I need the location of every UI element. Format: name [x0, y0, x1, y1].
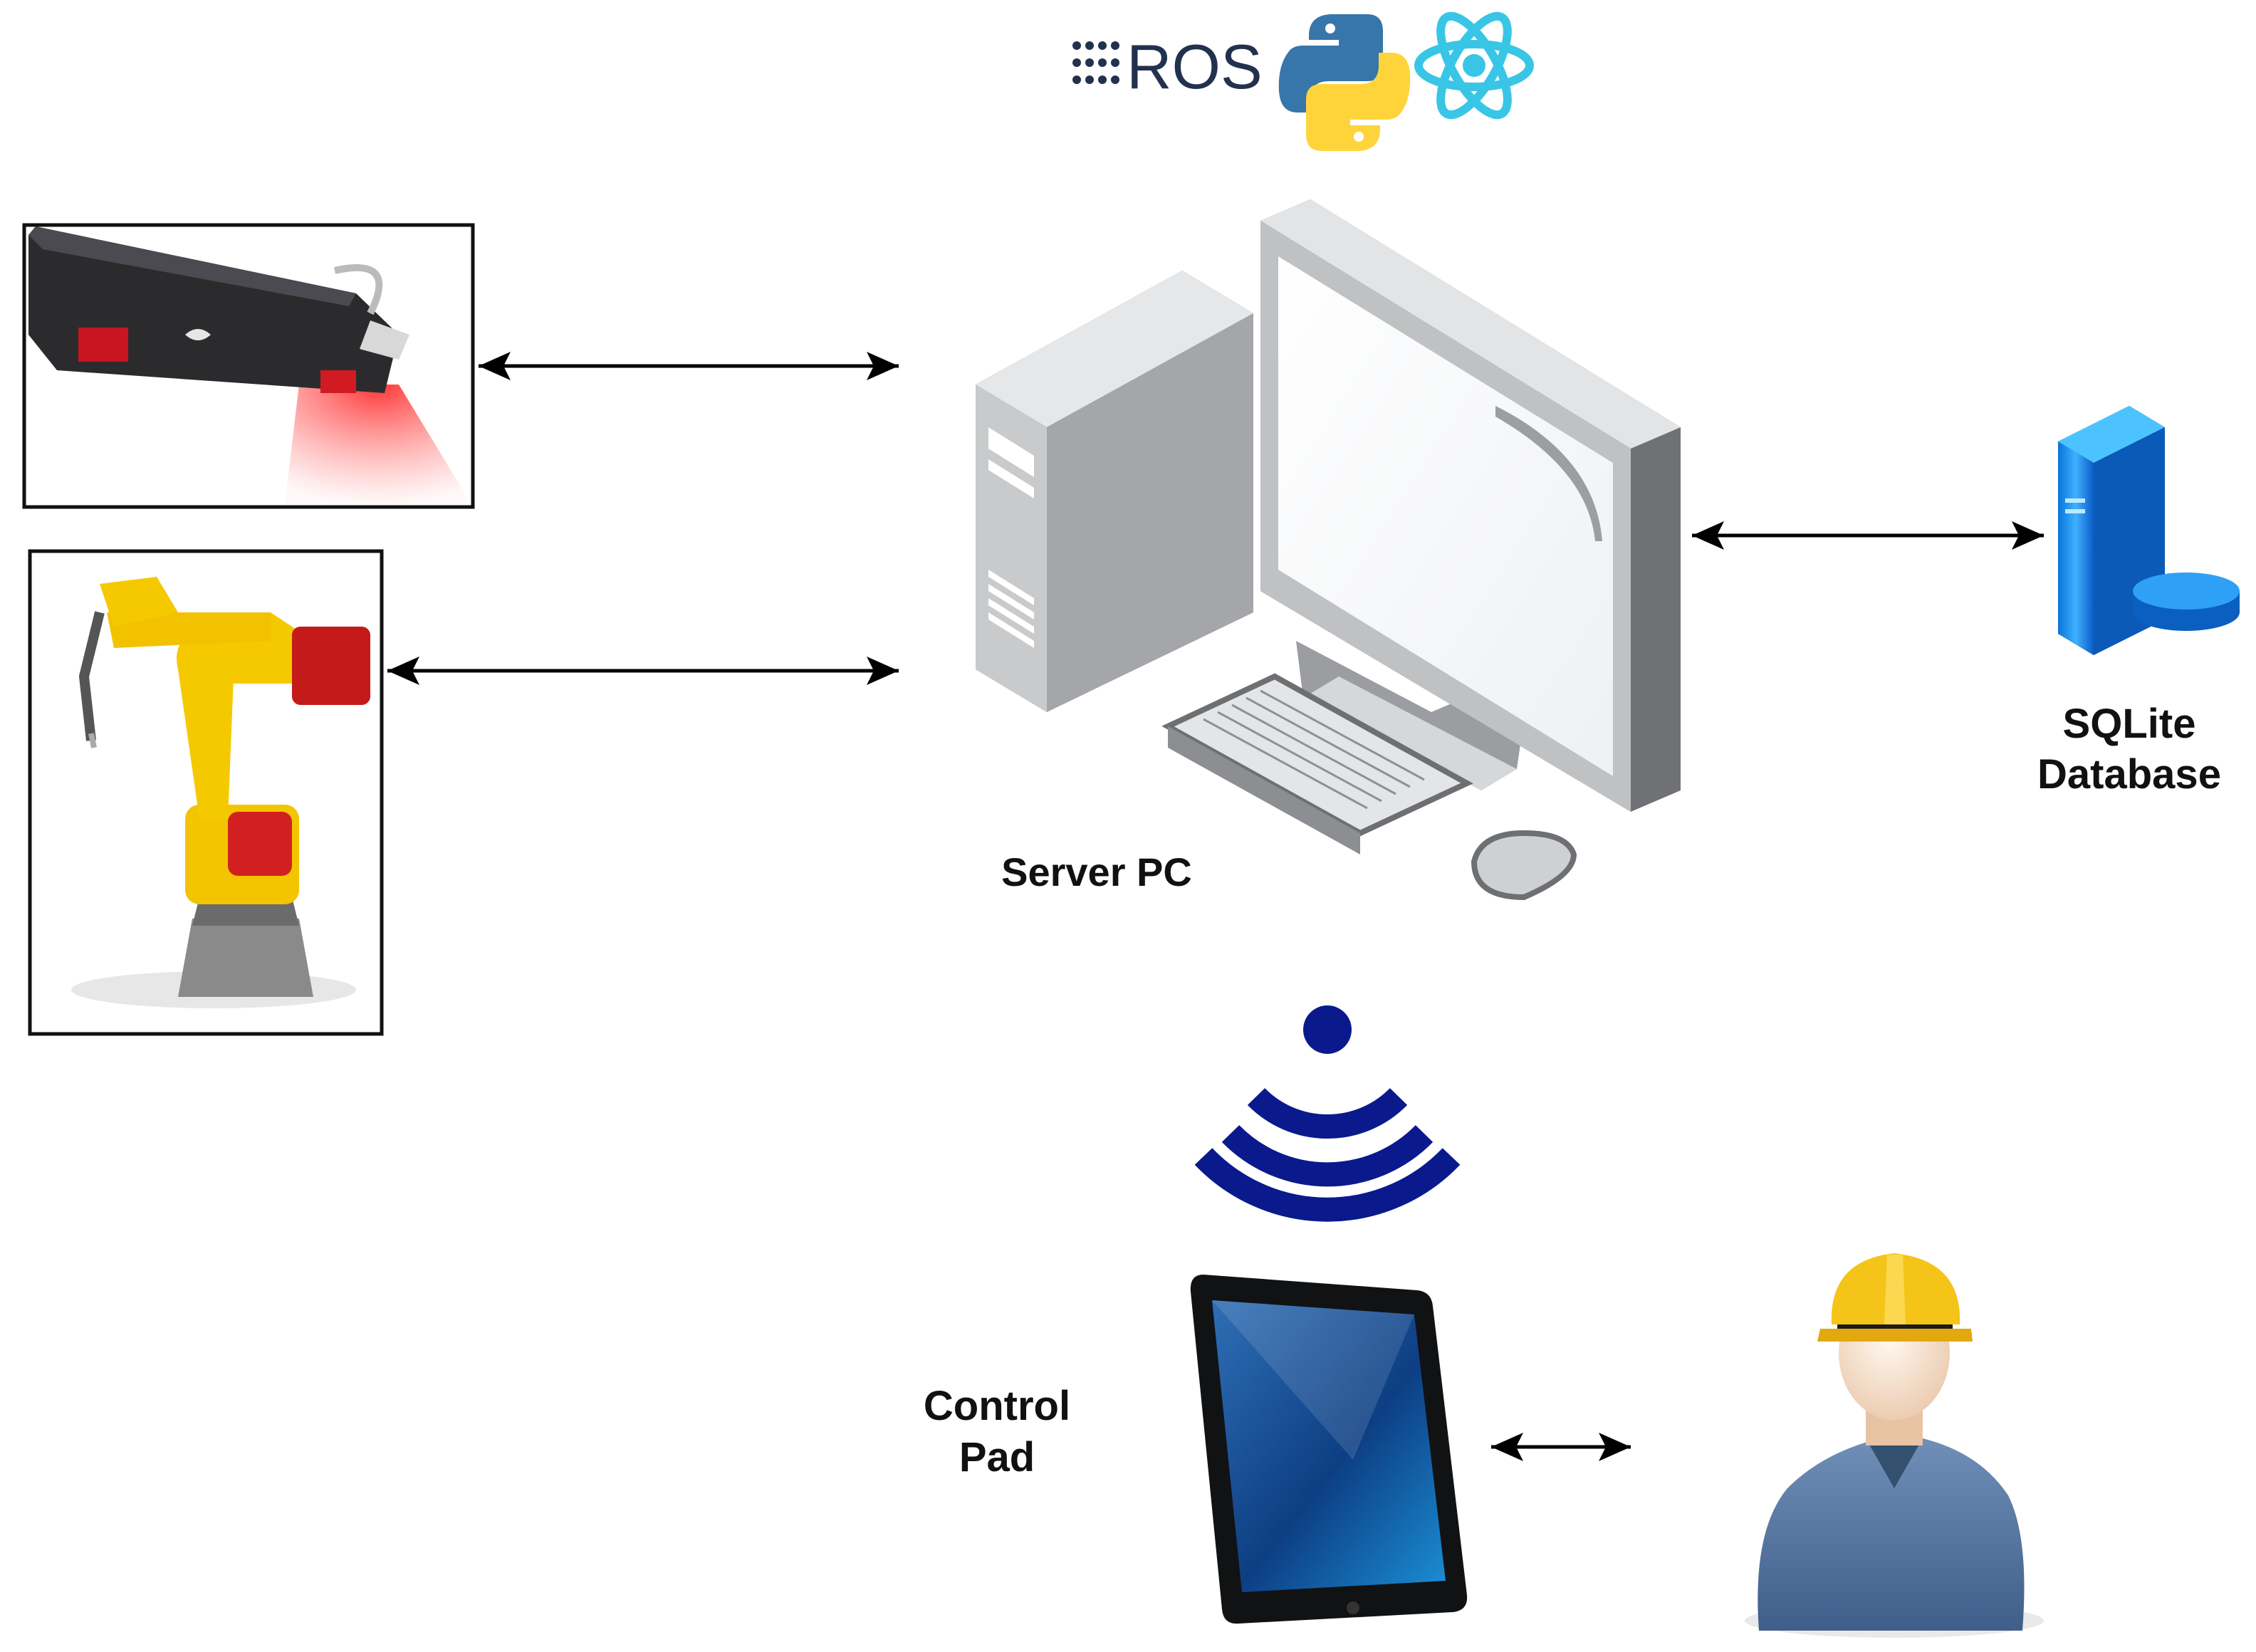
react-logo [1414, 11, 1534, 120]
sqlite-database-label: SQLite Database [2015, 699, 2243, 800]
control-pad-label-line2: Pad [959, 1434, 1035, 1480]
ros-logo: ROS [1072, 31, 1263, 102]
control-pad-label-line1: Control [924, 1383, 1070, 1429]
welding-robot-icon [28, 549, 384, 1036]
ros-text: ROS [1127, 31, 1263, 102]
server-pc-label: Server PC [1001, 849, 1192, 894]
laser-scanner-icon [22, 223, 475, 509]
tablet-icon [1190, 1275, 1468, 1624]
database-server-icon [2058, 406, 2240, 655]
wireless-signal-icon [1194, 1005, 1461, 1222]
worker-icon [1745, 1253, 2044, 1638]
desktop-computer-icon [976, 199, 1681, 901]
sqlite-database-label-line1: SQLite [2062, 701, 2196, 747]
connections [387, 352, 2044, 1461]
sqlite-database-label-line2: Database [2037, 751, 2221, 798]
python-logo [1278, 14, 1411, 151]
